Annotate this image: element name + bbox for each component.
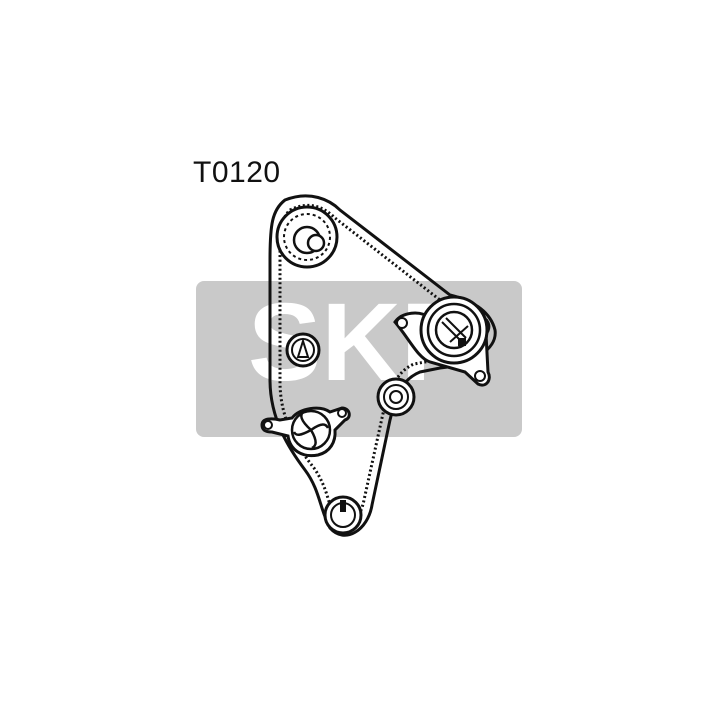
- water-pump-pulley: [260, 406, 351, 458]
- idler-pulley-left: [285, 332, 321, 368]
- part-number-title: T0120: [193, 156, 281, 189]
- idler-pulley-right: [376, 377, 416, 417]
- camshaft-pulley: [275, 205, 339, 269]
- crankshaft-pulley: [323, 495, 363, 535]
- tensioner-pulley: [393, 295, 491, 387]
